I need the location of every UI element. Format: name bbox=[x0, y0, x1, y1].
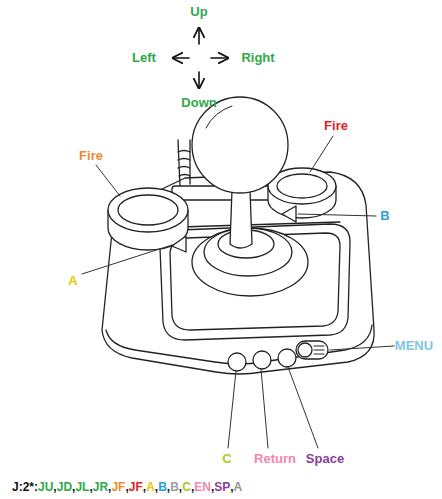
joystick-base bbox=[102, 172, 374, 374]
a-button bbox=[172, 236, 186, 252]
code-token: , bbox=[230, 480, 233, 494]
code-token: , bbox=[191, 480, 194, 494]
code-token: , bbox=[211, 480, 214, 494]
button-label: Fire bbox=[324, 119, 348, 133]
code-token: JF bbox=[111, 480, 125, 494]
code-token: , bbox=[155, 480, 158, 494]
code-token: , bbox=[125, 480, 128, 494]
button-label: Return bbox=[254, 452, 296, 466]
button-label: B bbox=[380, 209, 389, 223]
button-label: Fire bbox=[79, 149, 103, 163]
code-token: SP bbox=[214, 480, 230, 494]
code-token: , bbox=[179, 480, 182, 494]
code-token: EN bbox=[194, 480, 211, 494]
joystick-stick bbox=[192, 97, 308, 296]
front-buttons bbox=[228, 341, 328, 371]
code-token: JF bbox=[129, 480, 143, 494]
direction-label: Up bbox=[190, 5, 207, 19]
code-token: , bbox=[167, 480, 170, 494]
button-label: C bbox=[222, 452, 231, 466]
code-token: B bbox=[158, 480, 167, 494]
key-mapping-code: J:2*:JU,JD,JL,JR,JF,JF,A,B,B,C,EN,SP,A bbox=[12, 480, 242, 494]
code-token: J:2*: bbox=[12, 480, 38, 494]
code-token: C bbox=[182, 480, 191, 494]
code-token: , bbox=[53, 480, 56, 494]
left-fire-button bbox=[108, 188, 188, 250]
code-token: A bbox=[146, 480, 155, 494]
direction-arrows bbox=[173, 28, 228, 88]
button-label: MENU bbox=[395, 339, 433, 353]
code-token: , bbox=[108, 480, 111, 494]
leader-lines bbox=[82, 136, 394, 448]
button-label: Space bbox=[306, 452, 344, 466]
code-token: B bbox=[170, 480, 179, 494]
direction-label: Right bbox=[241, 51, 274, 65]
direction-label: Left bbox=[132, 51, 156, 65]
code-token: , bbox=[89, 480, 92, 494]
b-button bbox=[282, 206, 296, 222]
direction-label: Down bbox=[181, 96, 216, 110]
right-fire-button bbox=[268, 168, 336, 218]
code-token: , bbox=[72, 480, 75, 494]
code-token: JL bbox=[75, 480, 89, 494]
button-label: A bbox=[68, 274, 77, 288]
code-token: JR bbox=[93, 480, 108, 494]
code-token: , bbox=[143, 480, 146, 494]
code-token: A bbox=[234, 480, 243, 494]
code-token: JD bbox=[57, 480, 72, 494]
code-token: JU bbox=[38, 480, 53, 494]
